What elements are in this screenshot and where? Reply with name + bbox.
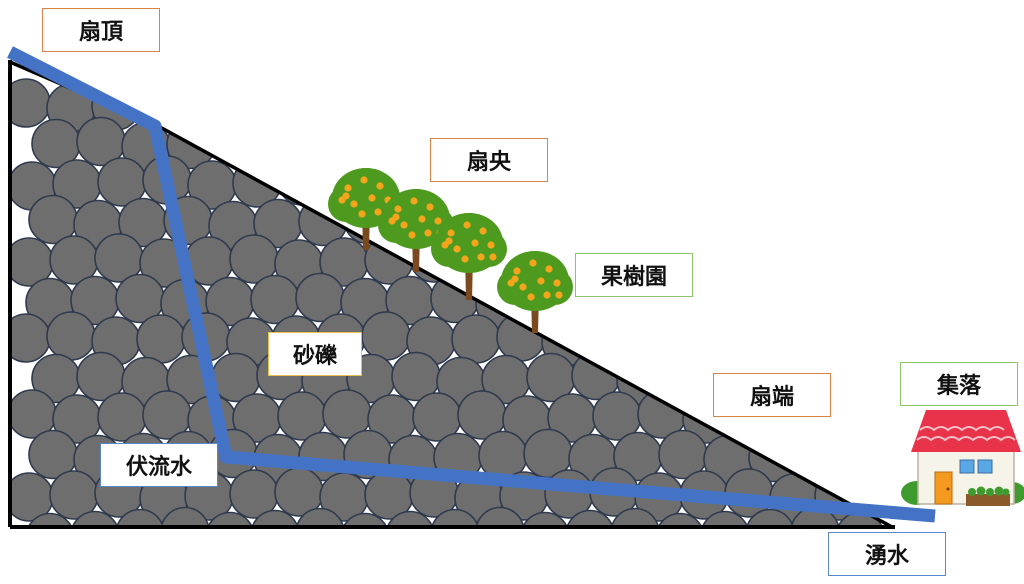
gravel-pebble xyxy=(613,196,663,247)
gravel-pebble xyxy=(841,352,891,403)
gravel-pebble xyxy=(340,512,390,527)
orchard-tree-icon xyxy=(431,213,507,300)
gravel-pebble xyxy=(655,512,705,527)
gravel-pebble xyxy=(856,317,892,367)
gravel-pebble xyxy=(676,311,726,361)
gravel-pebble xyxy=(586,80,636,130)
label-settlement: 集落 xyxy=(900,362,1018,406)
gravel-pebble xyxy=(496,77,546,127)
label-orchard: 果樹園 xyxy=(575,253,693,297)
gravel-pebble xyxy=(25,512,75,527)
label-underflow: 伏流水 xyxy=(100,443,218,487)
gravel-pebble xyxy=(856,82,892,132)
gravel-pebble xyxy=(547,158,597,208)
label-fan-toe: 扇端 xyxy=(713,373,831,417)
gravel-pebble xyxy=(631,313,681,363)
gravel-pebble xyxy=(277,156,327,206)
gravel-pebble xyxy=(271,80,321,130)
gravel-pebble xyxy=(406,81,456,131)
gravel-pebble xyxy=(862,158,892,208)
gravel-pebble xyxy=(766,79,816,129)
gravel-pebble xyxy=(766,314,816,364)
gravel-pebble xyxy=(817,160,867,210)
gravel-pebble xyxy=(520,511,570,527)
gravel-pebble xyxy=(661,118,711,169)
gravel-pebble xyxy=(586,315,636,365)
gravel-pebble xyxy=(745,273,795,324)
house-icon xyxy=(901,410,1024,506)
label-spring: 湧水 xyxy=(828,532,946,576)
gravel-pebble xyxy=(835,276,885,327)
gravel-pebble xyxy=(841,117,891,168)
gravel-pebble xyxy=(811,312,861,362)
gravel-pebble xyxy=(205,511,255,527)
gravel-pebble xyxy=(361,83,411,133)
gravel-pebble xyxy=(751,121,801,172)
gravel-pebble xyxy=(838,200,888,251)
orchard-trees xyxy=(328,168,573,333)
gravel-pebble xyxy=(859,234,892,284)
gravel-pebble xyxy=(346,118,396,169)
gravel-pebble xyxy=(451,79,501,129)
gravel-pebble xyxy=(475,506,525,527)
gravel-pebble xyxy=(256,122,306,173)
gravel-pebble xyxy=(814,236,864,286)
label-fan-middle: 扇央 xyxy=(430,138,548,182)
gravel-pebble xyxy=(748,197,798,248)
label-fan-apex: 扇頂 xyxy=(42,8,160,52)
gravel-pebble xyxy=(46,311,96,361)
gravel-pebble xyxy=(637,161,687,211)
gravel-pebble xyxy=(721,81,771,131)
gravel-pebble xyxy=(703,199,753,250)
gravel-pebble xyxy=(610,507,660,527)
gravel-pebble xyxy=(301,120,351,171)
orchard-tree-icon xyxy=(497,251,573,333)
gravel-pebble xyxy=(790,278,840,329)
gravel-pebble xyxy=(682,159,732,209)
gravel-pebble xyxy=(160,506,210,527)
gravel-pebble xyxy=(724,233,774,283)
gravel-pebble xyxy=(565,509,615,527)
gravel-pebble xyxy=(676,83,726,133)
gravel-pebble xyxy=(295,507,345,527)
gravel-pebble xyxy=(385,510,435,527)
gravel-pebble xyxy=(658,194,708,245)
gravel-pebble xyxy=(451,314,501,364)
gravel-pebble xyxy=(316,78,366,128)
gravel-pebble xyxy=(811,77,861,127)
groundwater-flow-path xyxy=(7,46,936,523)
gravel-pebble xyxy=(568,198,618,249)
gravel-pebble xyxy=(700,510,750,527)
gravel-pebble xyxy=(430,508,480,527)
gravel-pebble xyxy=(793,430,843,481)
gravel-pebble xyxy=(661,353,711,404)
gravel-pebble xyxy=(592,156,642,206)
gravel-pebble xyxy=(523,200,573,251)
gravel-pebble xyxy=(181,77,231,127)
gravel-pebble xyxy=(250,509,300,527)
gravel-pebble xyxy=(136,314,186,364)
gravel-pebble xyxy=(706,116,756,167)
label-gravel: 砂礫 xyxy=(268,332,362,376)
orchard-tree-icon xyxy=(378,189,454,272)
gravel-pebble xyxy=(796,119,846,170)
gravel-pebble xyxy=(772,155,822,205)
gravel-pebble xyxy=(700,275,750,326)
gravel-pebble xyxy=(571,122,621,173)
gravel-pebble xyxy=(721,316,771,366)
gravel-pebble xyxy=(616,120,666,171)
gravel-pebble xyxy=(769,238,819,288)
gravel-pebble xyxy=(361,311,411,361)
gravel-pebble xyxy=(838,428,888,479)
gravel-pebble xyxy=(226,82,276,132)
gravel-pebble xyxy=(541,82,591,132)
gravel-pebble xyxy=(727,157,777,207)
gravel-pebble xyxy=(631,78,681,128)
gravel-pebble xyxy=(70,510,120,527)
gravel-pebble xyxy=(745,508,795,527)
gravel-pebble xyxy=(115,508,165,527)
gravel-pebble xyxy=(793,195,843,246)
